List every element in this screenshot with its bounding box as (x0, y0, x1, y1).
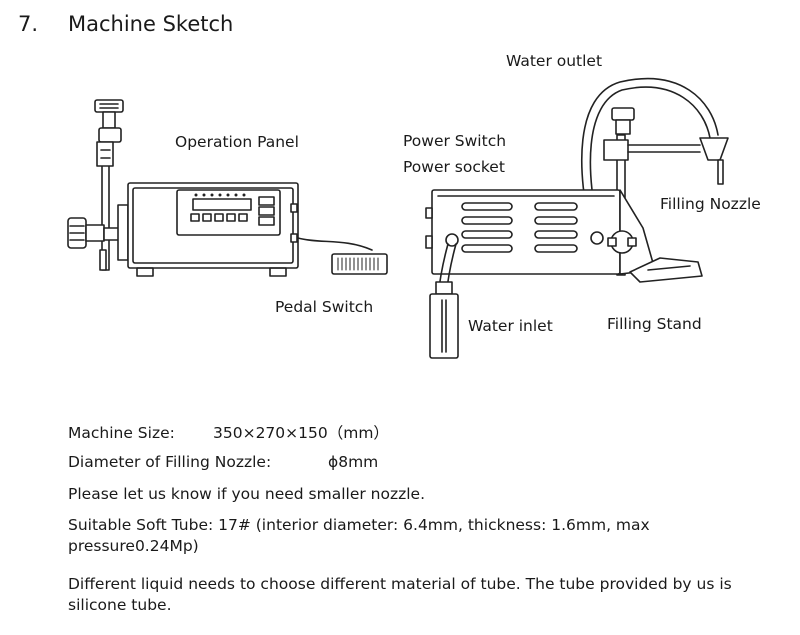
label-power-switch: Power Switch (403, 132, 507, 150)
section-number: 7. (18, 12, 39, 36)
spec-machine-size-value: 350×270×150（mm） (213, 424, 389, 442)
label-water-outlet: Water outlet (506, 52, 603, 70)
section-title: Machine Sketch (68, 12, 234, 36)
machine-sketch (67, 77, 729, 359)
spec-nozzle-diameter-value: ϕ8mm (328, 453, 379, 471)
spec-machine-size-label: Machine Size: (68, 424, 175, 442)
spec-tube-material-note: Different liquid needs to choose differe… (68, 575, 732, 614)
label-water-inlet: Water inlet (468, 317, 553, 335)
label-pedal-switch: Pedal Switch (275, 298, 374, 316)
front-view-machine (67, 99, 388, 277)
label-power-socket: Power socket (403, 158, 505, 176)
label-operation-panel: Operation Panel (175, 133, 299, 151)
spec-smaller-nozzle-note: Please let us know if you need smaller n… (68, 485, 426, 503)
label-filling-nozzle: Filling Nozzle (660, 195, 761, 213)
spec-nozzle-diameter-label: Diameter of Filling Nozzle: (68, 453, 272, 471)
label-filling-stand: Filling Stand (607, 315, 702, 333)
side-view-machine (425, 77, 729, 359)
spec-soft-tube: Suitable Soft Tube: 17# (interior diamet… (68, 516, 650, 555)
